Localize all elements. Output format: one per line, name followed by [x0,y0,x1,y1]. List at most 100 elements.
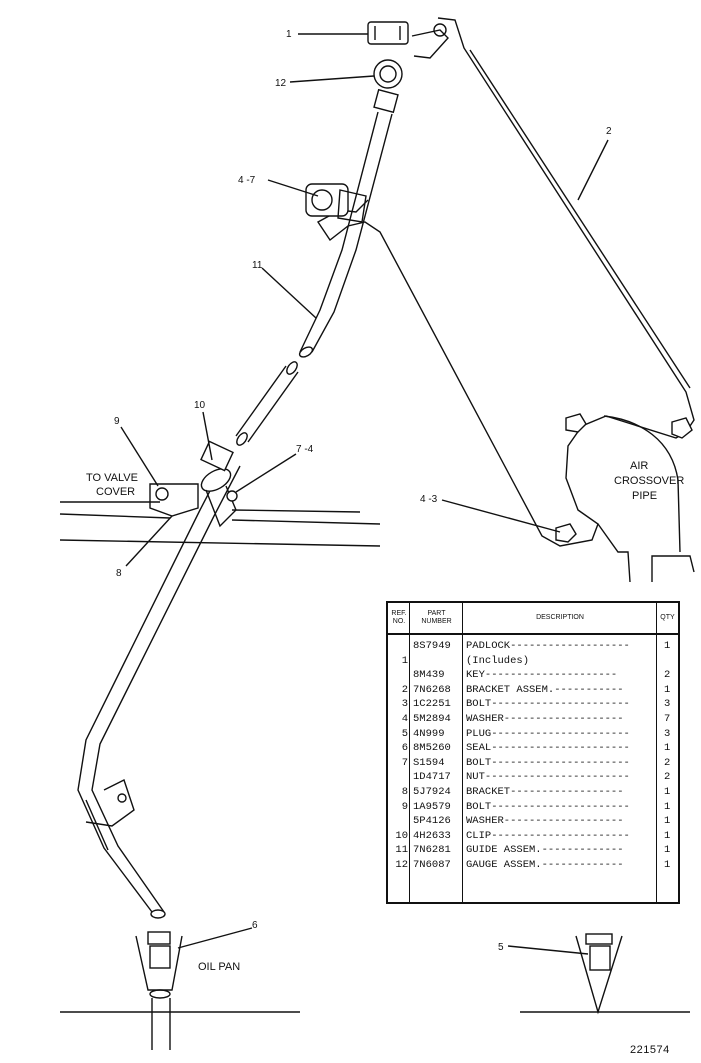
callout-2: 2 [606,126,612,137]
ref-no-cell: 12 [395,859,408,871]
qty-cell: 1 [664,844,671,857]
table-row: 8M439 KEY--------------------- 2 [388,668,678,683]
qty-cell: 1 [664,683,671,696]
table-row: 4 5M2894 WASHER------------------- 7 [388,712,678,727]
description-cell: BOLT---------------------- [466,756,630,769]
qty-cell: 3 [664,727,671,740]
callout-4-7: 4 -7 [238,175,256,186]
part-number-cell: S1594 [413,756,445,769]
diagram-labels: TO VALVE COVER AIR CROSSOVER PIPE OIL PA… [86,460,684,973]
ref-no-cell: 4 [401,713,408,725]
qty-cell: 3 [664,698,671,711]
qty-cell: 1 [664,829,671,842]
part-number-cell: 1D4717 [413,771,451,784]
qty-cell: 1 [664,859,671,871]
label-oil-pan: OIL PAN [198,961,240,973]
table-row: 10 4H2633 CLIP---------------------- 1 [388,829,678,844]
description-cell: WASHER------------------- [466,713,624,725]
qty-cell: 2 [664,669,671,682]
part-number-cell: 7N6281 [413,844,451,857]
callout-9: 9 [114,416,120,427]
label-to-valve-cover-line2: COVER [96,486,135,498]
part-number-cell: 5P4126 [413,815,451,828]
engine-outline [59,501,381,547]
header-description: DESCRIPTION [536,614,584,621]
table-row: 5 4N999 PLUG---------------------- 3 [388,727,678,742]
description-cell: NUT----------------------- [466,771,630,784]
description-cell: (Includes) [466,654,530,667]
part-number-cell: 5J7924 [413,786,451,798]
qty-cell: 1 [664,786,671,798]
part-number-cell: 8S7949 [413,640,451,652]
qty-cell: 1 [664,815,671,828]
label-air-crossover-line2: CROSSOVER [614,475,684,487]
part-number-cell: 4N999 [413,727,445,740]
part-number-cell: 4H2633 [413,829,451,842]
ref-no-cell: 8 [401,786,408,798]
description-cell: GUIDE ASSEM.------------- [466,844,624,857]
description-cell: PADLOCK------------------- [466,640,630,652]
callout-7-4: 7 -4 [296,444,314,455]
description-cell: CLIP---------------------- [466,829,630,842]
drawing-number: 221574 [630,1044,670,1056]
ref-no-cell: 7 [401,756,408,769]
qty-cell: 7 [664,713,671,725]
callout-11: 11 [252,260,263,271]
part-number-cell: 7N6268 [413,683,451,696]
ref-no-cell: 6 [401,742,408,755]
description-cell: BOLT---------------------- [466,800,630,813]
callout-12: 12 [275,78,287,89]
table-row: 2 7N6268 BRACKET ASSEM.----------- 1 [388,683,678,698]
part-number-cell: 8M5260 [413,742,451,755]
qty-cell: 1 [664,742,671,755]
gauge-guide-tube [298,21,449,358]
callout-10: 10 [194,400,206,411]
callout-5: 5 [498,942,504,953]
callout-numbers: 1 12 2 4 -7 11 10 9 7 -4 8 4 -3 6 5 [114,29,612,953]
table-row: 1 (Includes) [388,654,678,669]
plug [575,933,623,1015]
part-number-cell: 5M2894 [413,713,451,725]
part-number-cell: 1A9579 [413,800,451,813]
lower-guide-tube [77,440,241,919]
description-cell: WASHER------------------- [466,815,624,828]
description-cell: GAUGE ASSEM.------------- [466,859,624,871]
table-row: 8 5J7924 BRACKET------------------ 1 [388,785,678,800]
ref-no-cell: 9 [401,800,408,813]
table-row: 5P4126 WASHER------------------- 1 [388,814,678,829]
qty-cell: 1 [664,800,671,813]
ref-no-cell: 10 [395,829,408,842]
callout-8: 8 [116,568,122,579]
ref-no-cell: 5 [401,727,408,740]
qty-cell: 2 [664,756,671,769]
header-ref-no: REF.NO. [391,610,407,625]
description-cell: PLUG---------------------- [466,727,630,740]
description-cell: BRACKET------------------ [466,786,624,798]
ref-no-cell: 1 [401,654,408,667]
ref-no-cell: 11 [395,844,408,857]
label-to-valve-cover-line1: TO VALVE [86,472,138,484]
ref-no-cell: 2 [401,683,408,696]
bracket-assembly [316,17,695,583]
part-number-cell: 8M439 [413,669,445,682]
table-row: 11 7N6281 GUIDE ASSEM.------------- 1 [388,843,678,858]
leader-lines [120,33,609,955]
description-cell: BOLT---------------------- [466,698,630,711]
oil-pan-seal [60,931,690,1050]
callout-6: 6 [252,920,258,931]
description-cell: KEY--------------------- [466,669,618,682]
callout-1: 1 [286,29,292,40]
description-cell: BRACKET ASSEM.----------- [466,683,624,696]
part-number-cell: 1C2251 [413,698,451,711]
header-qty: QTY [660,614,675,621]
callout-4-3: 4 -3 [420,494,438,505]
label-air-crossover-line3: PIPE [632,490,657,502]
